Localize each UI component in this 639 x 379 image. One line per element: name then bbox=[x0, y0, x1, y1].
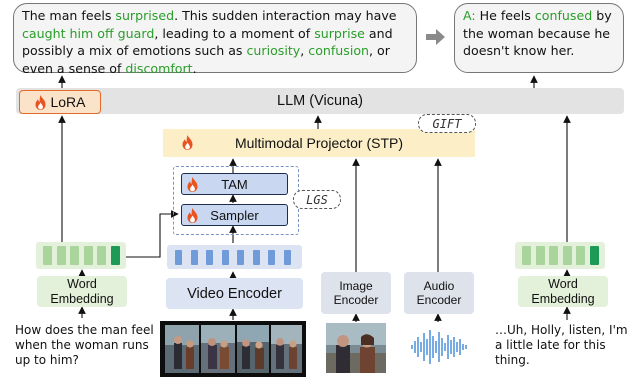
sampler-module: Sampler bbox=[181, 204, 288, 226]
text-token bbox=[562, 246, 572, 265]
text-token bbox=[97, 246, 106, 265]
word-embedding-left: Word Embedding bbox=[37, 276, 127, 307]
text-token bbox=[535, 246, 545, 265]
text-token bbox=[70, 246, 79, 265]
highlighted-emotion-text: curiosity bbox=[246, 43, 301, 58]
audio-encoder-label: Audio Encoder bbox=[416, 279, 462, 307]
text-token bbox=[43, 246, 52, 265]
video-token bbox=[283, 249, 291, 265]
plain-text: . bbox=[192, 60, 197, 76]
plain-text: The man feels bbox=[22, 8, 116, 23]
plain-text: He feels bbox=[475, 8, 535, 23]
text-token bbox=[549, 246, 558, 265]
image-encoder: Image Encoder bbox=[321, 272, 391, 314]
text-token bbox=[83, 246, 93, 265]
text-token bbox=[589, 246, 599, 265]
sampler-label: Sampler bbox=[210, 207, 259, 223]
gift-tag-label: GIFT bbox=[432, 116, 462, 131]
video-frames-thumbnail bbox=[160, 321, 306, 377]
lgs-tag-label: LGS bbox=[306, 192, 328, 207]
video-encoder: Video Encoder bbox=[166, 278, 303, 309]
reasoning-output-bubble: The man feels surprised. This sudden int… bbox=[13, 3, 417, 76]
answer-output-text: He feels confused by the woman because h… bbox=[463, 8, 612, 58]
tam-label: TAM bbox=[221, 176, 248, 192]
flame-icon bbox=[35, 94, 46, 110]
word-embedding-right: Word Embedding bbox=[518, 276, 608, 307]
question-text: How does the man feel when the woman run… bbox=[15, 323, 154, 367]
highlighted-emotion-text: caught him off guard bbox=[22, 25, 155, 41]
audio-encoder: Audio Encoder bbox=[404, 272, 474, 314]
text-token bbox=[576, 246, 585, 265]
gift-tag: GIFT bbox=[418, 114, 476, 133]
video-token bbox=[221, 249, 229, 265]
text-token bbox=[56, 246, 66, 265]
video-token bbox=[190, 249, 198, 265]
question-token-strip bbox=[36, 242, 126, 269]
transcript-token-strip bbox=[515, 242, 605, 269]
highlighted-emotion-text: confused bbox=[534, 8, 593, 23]
llm-bar: LLM (Vicuna) bbox=[16, 88, 624, 114]
video-token-strip bbox=[167, 245, 302, 269]
plain-text: . This sudden interaction may have bbox=[174, 8, 397, 23]
video-token bbox=[268, 249, 275, 265]
video-token bbox=[237, 249, 244, 265]
multimodal-projector: Multimodal Projector (STP) bbox=[163, 129, 475, 157]
plain-text: by the woman because he doesn't know her… bbox=[463, 8, 612, 58]
llm-label: LLM (Vicuna) bbox=[277, 93, 363, 109]
text-token bbox=[522, 246, 531, 265]
flame-icon bbox=[187, 208, 198, 223]
word-embedding-right-label: Word Embedding bbox=[531, 276, 595, 306]
word-embedding-left-label: Word Embedding bbox=[50, 276, 114, 306]
highlighted-emotion-text: confusion bbox=[308, 43, 370, 58]
text-token bbox=[110, 246, 120, 265]
video-token bbox=[175, 249, 182, 265]
flame-icon bbox=[187, 177, 198, 192]
answer-label: A: bbox=[463, 8, 476, 23]
video-token bbox=[206, 249, 213, 265]
plain-text: and possibly a mix of emotions such as bbox=[22, 25, 393, 59]
video-encoder-label: Video Encoder bbox=[187, 285, 282, 302]
tam-module: TAM bbox=[181, 173, 288, 195]
waveform-icon bbox=[411, 330, 467, 364]
lora-label: LoRA bbox=[50, 94, 86, 110]
lora-module: LoRA bbox=[19, 90, 101, 114]
answer-output-bubble: A: He feels confused by the woman becaus… bbox=[454, 3, 624, 73]
plain-text: , bbox=[300, 43, 309, 58]
plain-text: , or even a sense of bbox=[22, 43, 390, 76]
lgs-tag: LGS bbox=[293, 190, 341, 209]
projector-label: Multimodal Projector (STP) bbox=[234, 135, 404, 151]
highlighted-emotion-text: discomfort bbox=[125, 60, 193, 76]
image-encoder-label: Image Encoder bbox=[333, 279, 379, 307]
plain-text: , leading to a moment of bbox=[154, 25, 315, 41]
reasoning-output-text: The man feels surprised. This sudden int… bbox=[22, 8, 397, 76]
arrow-right-icon bbox=[426, 29, 445, 45]
image-thumbnail bbox=[326, 323, 386, 373]
highlighted-emotion-text: surprised bbox=[115, 8, 175, 23]
video-token bbox=[252, 249, 260, 265]
transcript-text: …Uh, Holly, listen, I'm a little late fo… bbox=[495, 323, 628, 367]
highlighted-emotion-text: surprise bbox=[314, 25, 365, 41]
flame-icon bbox=[182, 135, 193, 150]
